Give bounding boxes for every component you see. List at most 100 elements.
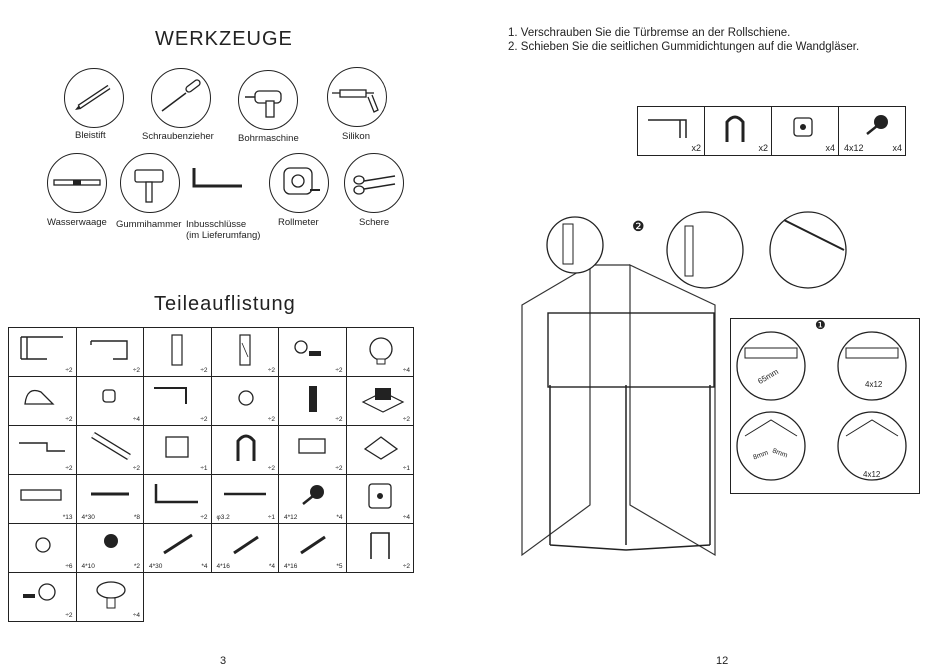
part-cell: ÷2 xyxy=(210,376,279,426)
parts-row: ÷2 ÷2 ÷1 ÷2 ÷2 ÷1 xyxy=(8,425,414,475)
part-cell: 4*30*4 xyxy=(143,523,212,573)
shower-diagram xyxy=(521,263,716,557)
knob-icon xyxy=(368,337,393,365)
parts-row: ÷6 4*10*2 4*30*4 4*16 *4 4*16 *5 ÷2 xyxy=(8,523,414,573)
part-cell: ÷2 xyxy=(143,327,212,377)
part-qty: ÷2 xyxy=(335,465,343,472)
drill-bit-icon xyxy=(223,492,266,496)
part-size: φ3.2 xyxy=(216,514,230,521)
tool-mallet xyxy=(120,153,180,213)
part-qty: ÷2 xyxy=(335,367,343,374)
tool-allen-key xyxy=(188,160,248,205)
drill-icon xyxy=(245,90,282,118)
part-cell: ÷1 xyxy=(345,425,414,475)
kit-cell: x4 xyxy=(771,106,839,156)
tool-label-allen-key: Inbusschlüsse(im Lieferumfang) xyxy=(186,219,260,241)
block-piece-icon xyxy=(793,117,813,137)
profile-rail-icon xyxy=(20,336,63,360)
bracket-plate-icon xyxy=(361,388,404,413)
detail-frame xyxy=(547,312,715,388)
part-cell: ÷6 xyxy=(8,523,77,573)
page-number-left: 3 xyxy=(220,655,227,667)
part-qty: ÷4 xyxy=(402,367,410,374)
tool-level xyxy=(47,153,107,213)
magnet-seal-icon xyxy=(309,386,317,412)
part-cell: ÷2 xyxy=(8,572,77,622)
part-qty: ÷2 xyxy=(402,563,410,570)
tool-tape-measure xyxy=(269,153,329,213)
kit-cell: 4x12 x4 xyxy=(838,106,906,156)
screw-short-icon xyxy=(302,485,324,505)
kit-qty: x4 xyxy=(892,143,902,153)
kit-cell: x2 xyxy=(704,106,772,156)
tool-pencil xyxy=(64,68,124,128)
detail-box xyxy=(730,318,920,494)
part-qty: ÷2 xyxy=(200,367,208,374)
glass-panel-icon xyxy=(171,334,183,366)
part-cell: ÷2 xyxy=(143,474,212,524)
seal-strip-icon xyxy=(236,434,255,461)
tool-label-screwdriver: Schraubenzieher xyxy=(142,131,214,142)
part-cell: 4*16 *5 xyxy=(278,523,347,573)
part-qty: ÷2 xyxy=(132,367,140,374)
part-qty: *2 xyxy=(133,563,140,570)
allen-key-part-icon xyxy=(154,484,198,504)
empty-cell xyxy=(279,573,347,622)
screw-piece-icon xyxy=(866,115,888,135)
part-cell: 4*10*2 xyxy=(75,523,144,573)
seal-profile-icon xyxy=(154,387,187,404)
part-qty: *8 xyxy=(133,514,140,521)
part-qty: ÷4 xyxy=(132,416,140,423)
part-cell: ÷2 xyxy=(278,376,347,426)
part-cell: ÷2 xyxy=(210,327,279,377)
profile-bracket-icon xyxy=(89,340,128,360)
stopper-icon xyxy=(24,389,55,405)
detail-circle-6 xyxy=(736,411,806,481)
kit-qty: x4 xyxy=(825,143,835,153)
screw-label-1: 4x12 xyxy=(865,380,883,389)
corner-cap-icon xyxy=(363,436,398,460)
part-size: 4*16 xyxy=(284,563,298,570)
rubber-mallet-icon xyxy=(134,169,164,203)
part-cell: ÷2 xyxy=(75,327,144,377)
step-marker-2: ❷ xyxy=(632,218,645,234)
part-size: 4*16 xyxy=(216,563,230,570)
screwdriver-icon xyxy=(161,79,201,112)
detail-circle-1 xyxy=(546,216,604,274)
screw-10-icon xyxy=(103,534,118,548)
part-size: 4*30 xyxy=(81,514,95,521)
part-qty: ÷2 xyxy=(402,416,410,423)
knob-large-icon xyxy=(95,581,126,609)
part-cell: ÷2 xyxy=(345,376,414,426)
door-brake-icon xyxy=(19,442,65,452)
part-cell: ÷2 xyxy=(210,425,279,475)
tool-label-pencil: Bleistift xyxy=(75,130,106,141)
parts-title: Teileauflistung xyxy=(154,293,296,315)
part-qty: ÷2 xyxy=(65,612,73,619)
part-cell: ÷2 xyxy=(278,425,347,475)
u-profile-icon xyxy=(369,532,390,559)
dowel-icon xyxy=(20,489,62,501)
kit-size: 4x12 xyxy=(844,143,864,153)
kit-qty: x2 xyxy=(758,143,768,153)
kit-table: x2 x2 x4 4x12 x4 xyxy=(637,106,906,156)
tool-label-silicone: Silikon xyxy=(342,131,370,142)
part-qty: *4 xyxy=(201,563,208,570)
tool-scissors xyxy=(344,153,404,213)
detail-circle-3 xyxy=(769,211,847,289)
part-qty: ÷6 xyxy=(65,563,73,570)
part-cell: ÷4 xyxy=(345,474,414,524)
kit-qty: x2 xyxy=(691,143,701,153)
part-qty: ÷2 xyxy=(65,416,73,423)
part-qty: ÷2 xyxy=(200,416,208,423)
part-cell: ÷4 xyxy=(75,376,144,426)
part-cell: ÷4 xyxy=(75,572,144,622)
tool-screwdriver xyxy=(151,68,211,128)
spirit-level-icon xyxy=(53,179,101,186)
part-qty: *4 xyxy=(336,514,343,521)
part-qty: ÷2 xyxy=(335,416,343,423)
part-cell: ÷4 xyxy=(345,327,414,377)
part-qty: *5 xyxy=(336,563,343,570)
part-qty: ÷4 xyxy=(132,612,140,619)
allen-key-icon xyxy=(192,168,242,188)
